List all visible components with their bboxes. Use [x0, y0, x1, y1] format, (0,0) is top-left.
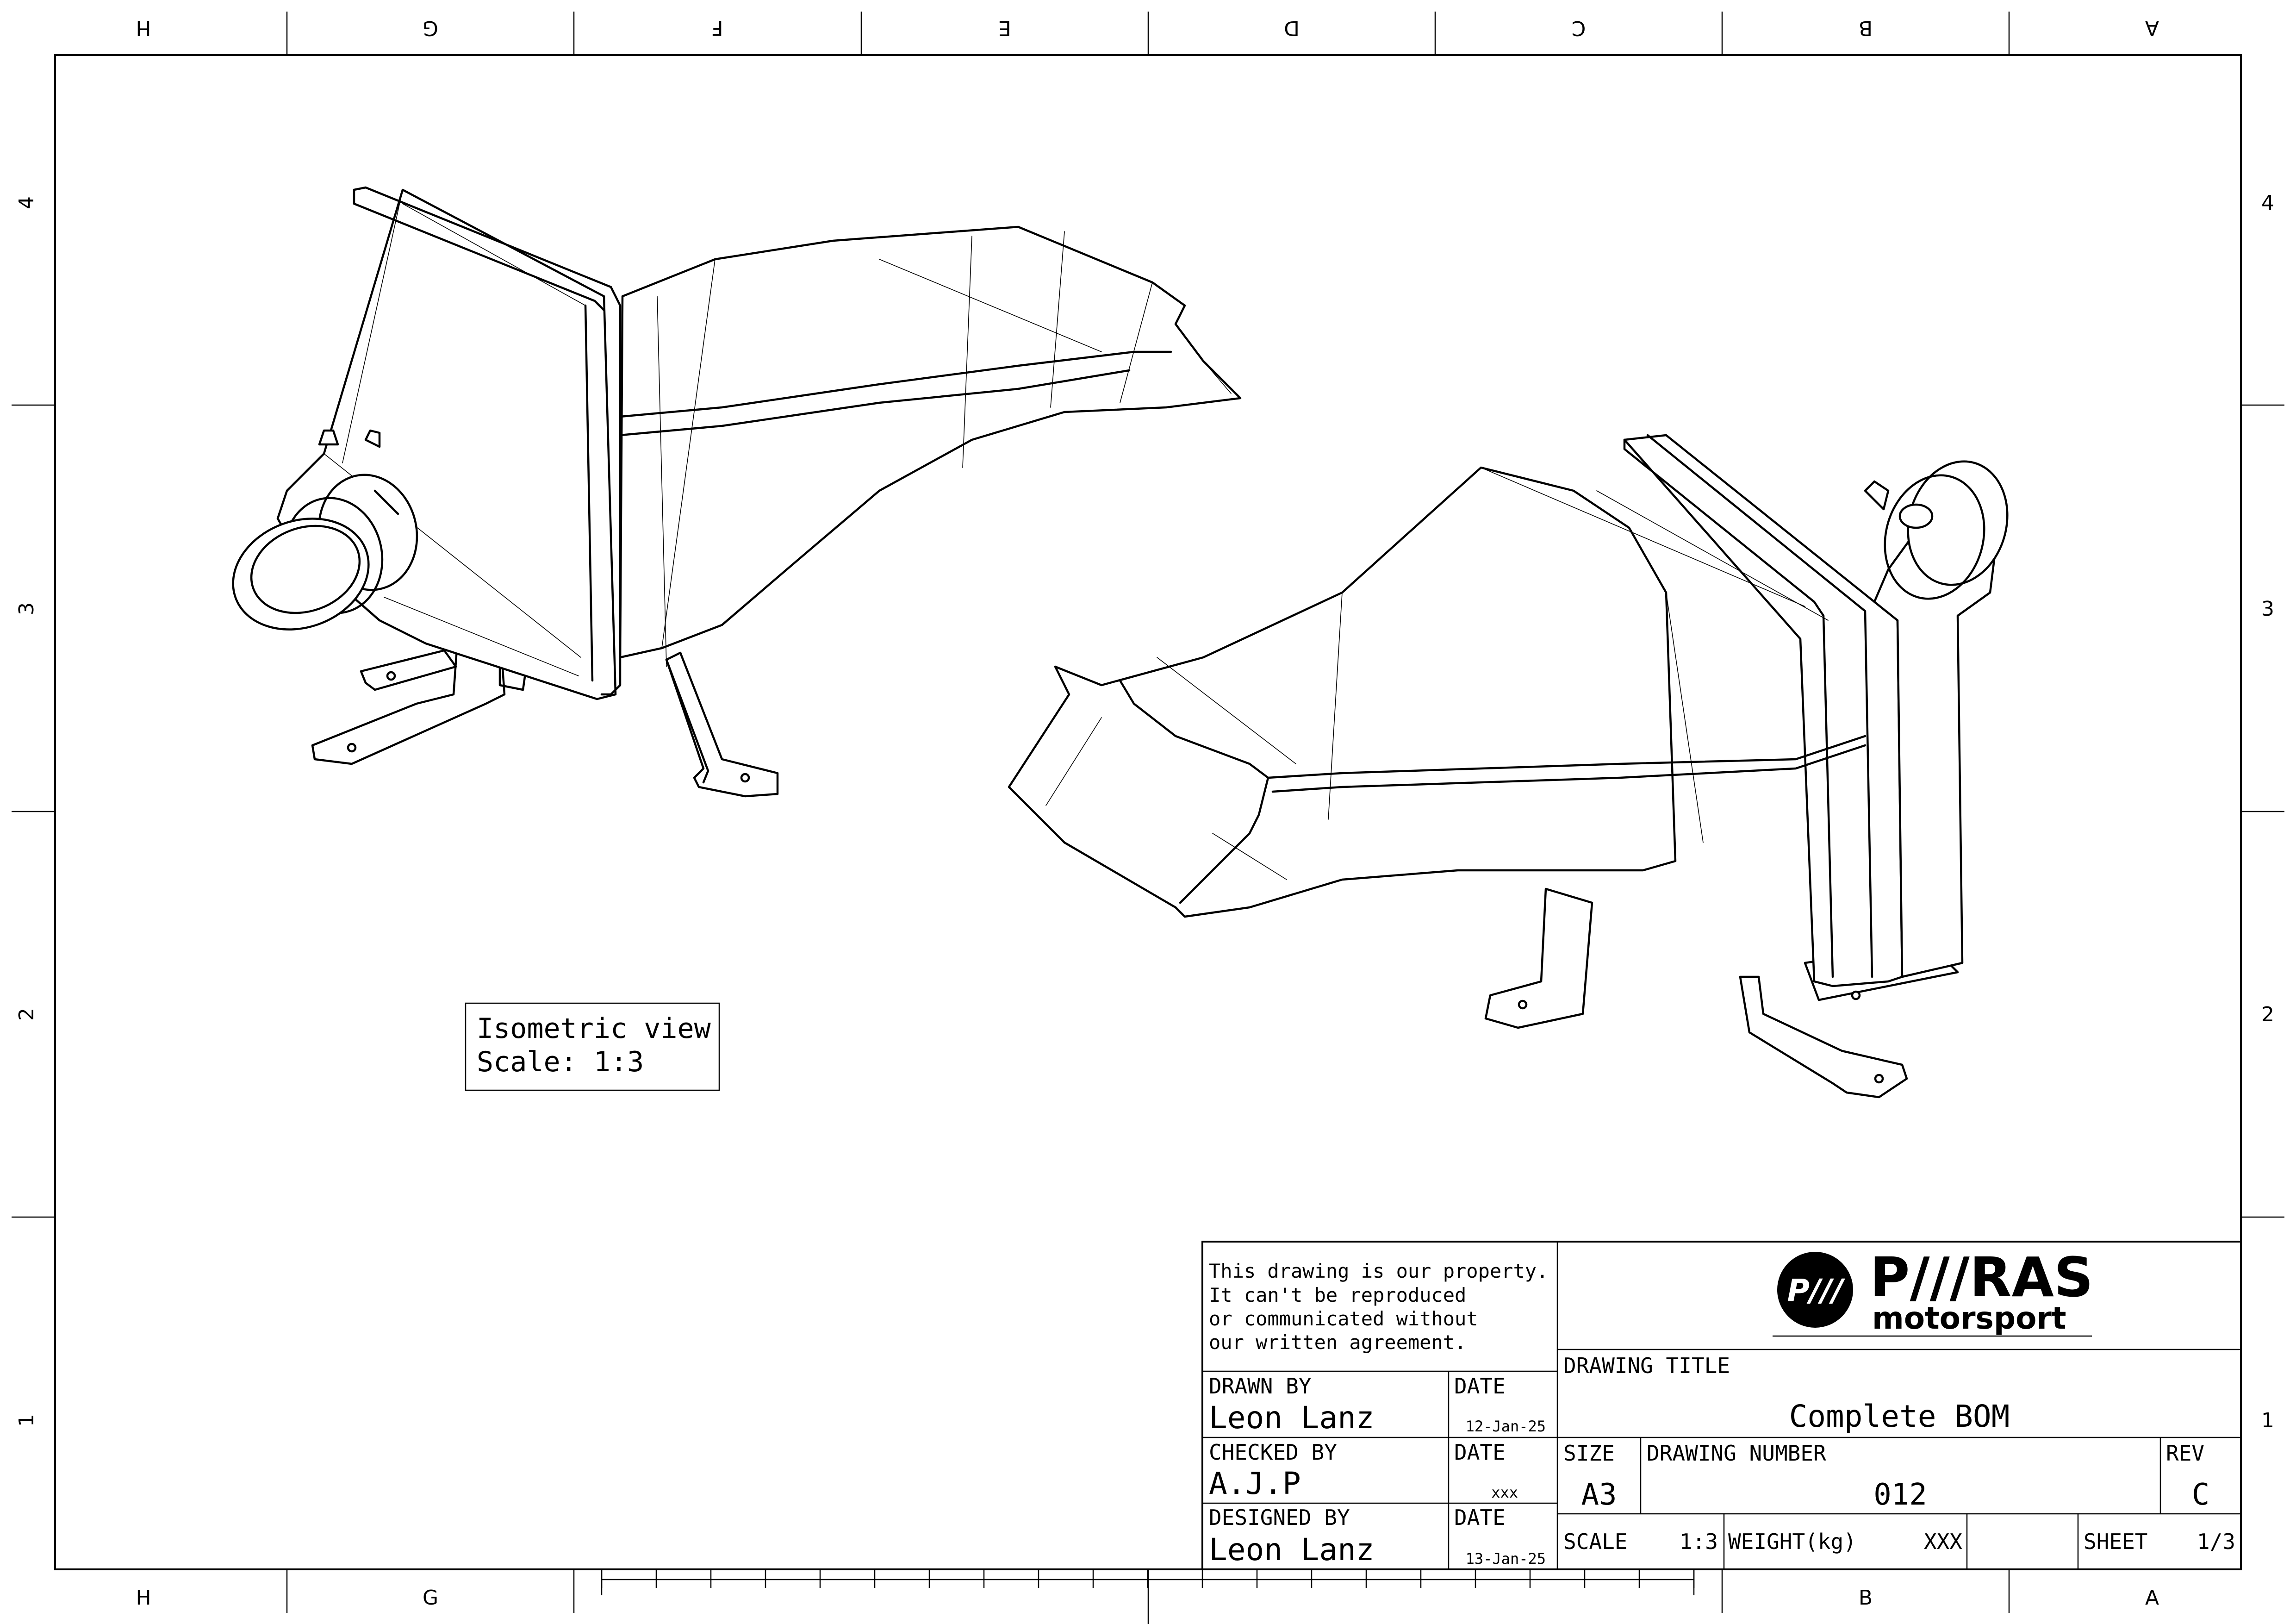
drawing-border	[12, 12, 2284, 1624]
size-label: SIZE	[1563, 1441, 1615, 1466]
drawing-title-label: DRAWING TITLE	[1563, 1353, 1730, 1378]
rev-label: REV	[2166, 1441, 2204, 1466]
size-value: A3	[1581, 1478, 1617, 1512]
grid-label-right-2: 2	[2261, 1003, 2274, 1026]
view-note-title: Isometric view	[477, 1012, 711, 1045]
drawn-date-value: 12-Jan-25	[1466, 1418, 1546, 1435]
drawn-date-label: DATE	[1454, 1374, 1506, 1399]
drawing-number-value: 012	[1873, 1478, 1927, 1512]
air-intake-duct-left	[232, 186, 1242, 798]
title-block: This drawing is our property. It can't b…	[1201, 1241, 2242, 1570]
grid-label-bottom-a: A	[2145, 1586, 2159, 1610]
grid-label-top-h: H	[136, 16, 151, 40]
grid-label-left-3: 3	[15, 602, 38, 615]
view-note-scale: Scale: 1:3	[477, 1046, 644, 1078]
designed-by-value: Leon Lanz	[1209, 1532, 1375, 1568]
scale-label: SCALE	[1563, 1529, 1627, 1554]
grid-label-right-3: 3	[2261, 597, 2274, 621]
designed-date-value: 13-Jan-25	[1466, 1550, 1546, 1568]
company-logo: P/// P///RAS motorsport	[1773, 1245, 2093, 1337]
grid-labels-top: H G F E D C B A	[136, 16, 2159, 40]
grid-label-left-1: 1	[15, 1414, 38, 1427]
grid-label-top-d: D	[1284, 16, 1300, 40]
checked-by-label: CHECKED BY	[1209, 1440, 1337, 1465]
grid-label-top-g: G	[423, 16, 438, 40]
grid-label-left-2: 2	[15, 1008, 38, 1021]
view-note: Isometric view Scale: 1:3	[465, 1002, 720, 1091]
grid-label-top-a: A	[2145, 16, 2159, 40]
checked-date-value: xxx	[1491, 1484, 1518, 1501]
grid-labels-right: 4 3 2 1	[2261, 191, 2274, 1432]
grid-label-top-e: E	[998, 16, 1011, 40]
designed-date-label: DATE	[1454, 1505, 1506, 1530]
grid-label-top-b: B	[1859, 16, 1873, 40]
drawing-title-value: Complete BOM	[1789, 1399, 2010, 1434]
logo-subtitle: motorsport	[1872, 1300, 2066, 1336]
weight-value: XXX	[1924, 1529, 1962, 1554]
weight-label: WEIGHT(kg)	[1728, 1529, 1856, 1554]
sheet-value: 1/3	[2197, 1529, 2235, 1554]
checked-by-value: A.J.P	[1209, 1466, 1301, 1501]
inlet-pipe	[232, 429, 418, 631]
rev-value: C	[2192, 1478, 2210, 1512]
drawing-number-label: DRAWING NUMBER	[1647, 1441, 1826, 1466]
designed-by-label: DESIGNED BY	[1209, 1505, 1350, 1530]
logo-badge	[1777, 1252, 1853, 1328]
drawn-by-value: Leon Lanz	[1209, 1400, 1375, 1436]
scale-ruler	[601, 1569, 1695, 1595]
property-notice-line: It can't be reproduced	[1209, 1284, 1466, 1306]
grid-label-top-c: C	[1572, 16, 1586, 40]
grid-label-bottom-b: B	[1859, 1586, 1873, 1610]
mounting-bracket	[665, 651, 779, 798]
property-notice-line: our written agreement.	[1209, 1331, 1466, 1354]
grid-labels-left: 4 3 2 1	[15, 196, 38, 1427]
grid-label-bottom-g: G	[423, 1586, 438, 1610]
inlet-pipe	[1864, 460, 2009, 600]
logo-wordmark: P///RAS	[1870, 1245, 2093, 1309]
property-notice-line: This drawing is our property.	[1209, 1260, 1548, 1282]
grid-label-left-4: 4	[15, 196, 38, 209]
grid-label-right-4: 4	[2261, 191, 2274, 215]
grid-labels-bottom: H G B A	[136, 1586, 2159, 1610]
air-intake-duct-right	[1008, 434, 2009, 1099]
grid-label-right-1: 1	[2261, 1409, 2274, 1432]
grid-label-bottom-h: H	[136, 1586, 151, 1610]
mounting-bracket	[1484, 887, 1593, 1029]
drawn-by-label: DRAWN BY	[1209, 1374, 1312, 1399]
sheet-label: SHEET	[2084, 1529, 2147, 1554]
logo-mark: P///	[1787, 1273, 1846, 1308]
property-notice-line: or communicated without	[1209, 1307, 1478, 1330]
grid-label-top-f: F	[711, 16, 723, 40]
checked-date-label: DATE	[1454, 1440, 1506, 1465]
scale-value: 1:3	[1680, 1529, 1718, 1554]
